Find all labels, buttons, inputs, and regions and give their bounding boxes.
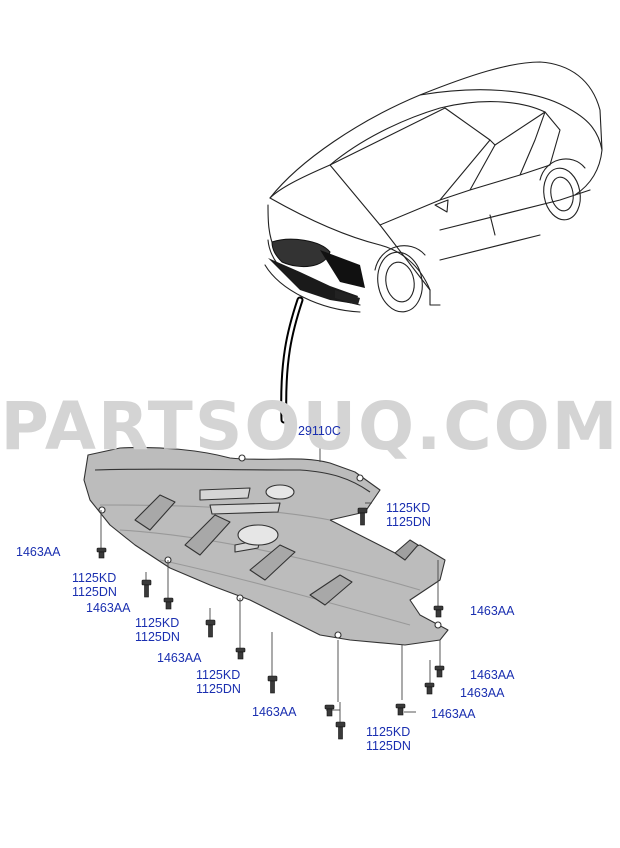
clip-icon	[424, 682, 435, 695]
bolt-icon	[335, 721, 346, 740]
callout-lines	[100, 438, 441, 722]
label-1463aa-e[interactable]: 1463AA	[470, 604, 515, 618]
clip-icon	[163, 597, 174, 610]
bolt-icon	[205, 619, 216, 638]
label-1463aa-h[interactable]: 1463AA	[431, 707, 476, 721]
clip-icon	[395, 703, 406, 716]
label-1463aa-g[interactable]: 1463AA	[460, 686, 505, 700]
clip-icon	[235, 647, 246, 660]
label-1463aa-f[interactable]: 1463AA	[470, 668, 515, 682]
clip-icon	[324, 704, 335, 717]
under-cover-panel	[83, 446, 449, 646]
label-1463aa-c[interactable]: 1463AA	[157, 651, 202, 665]
clip-icon	[96, 547, 107, 559]
bolt-icon	[141, 579, 152, 598]
label-1463aa-a[interactable]: 1463AA	[16, 545, 61, 559]
bolt-icon	[267, 675, 278, 694]
label-1463aa-d[interactable]: 1463AA	[252, 705, 297, 719]
car-illustration	[264, 61, 603, 313]
front-grille	[268, 238, 365, 305]
part-callout-29110c[interactable]: 29110C	[298, 424, 341, 438]
clip-icon	[433, 605, 444, 618]
fasteners	[96, 507, 445, 740]
label-1463aa-b[interactable]: 1463AA	[86, 601, 131, 615]
bolt-icon	[357, 507, 368, 526]
clip-icon	[434, 665, 445, 678]
